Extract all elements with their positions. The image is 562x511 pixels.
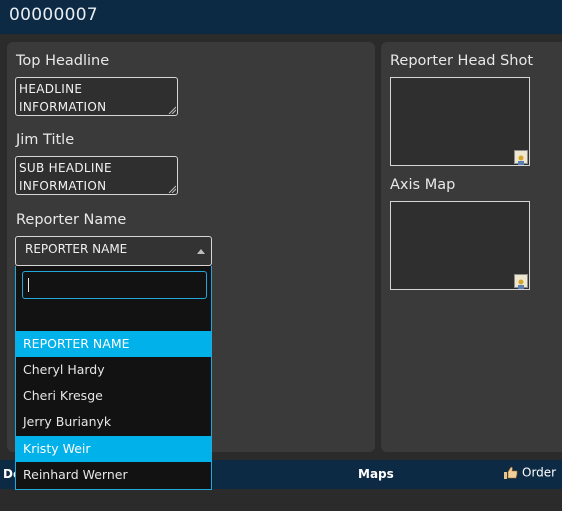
window-title: 00000007 bbox=[9, 5, 98, 25]
jim-title-label: Jim Title bbox=[16, 132, 75, 148]
dropdown-search-input[interactable] bbox=[22, 271, 207, 299]
dropdown-option[interactable]: Jerry Burianyk bbox=[23, 414, 112, 429]
top-headline-label: Top Headline bbox=[16, 53, 110, 69]
dropdown-arrow-icon bbox=[197, 249, 205, 254]
dropdown-option[interactable]: REPORTER NAME bbox=[16, 331, 211, 357]
text-caret bbox=[28, 278, 29, 292]
jim-title-textarea[interactable]: SUB HEADLINE INFORMATION bbox=[15, 156, 178, 195]
reporter-head-shot-box[interactable] bbox=[390, 77, 530, 166]
axis-map-box[interactable] bbox=[390, 201, 530, 290]
order-button[interactable]: Order bbox=[503, 465, 556, 481]
thumbs-up-icon bbox=[504, 466, 518, 479]
top-headline-line2: INFORMATION bbox=[19, 100, 107, 114]
dropdown-option[interactable]: Kristy Weir bbox=[16, 436, 211, 462]
order-label: Order bbox=[522, 465, 557, 480]
resize-grip-icon[interactable] bbox=[168, 185, 176, 193]
image-placeholder-icon bbox=[514, 150, 528, 165]
axis-map-label: Axis Map bbox=[390, 177, 456, 193]
reporter-name-label: Reporter Name bbox=[16, 212, 127, 228]
jim-title-line2: INFORMATION bbox=[19, 179, 107, 193]
dropdown-option[interactable]: Cheryl Hardy bbox=[23, 362, 105, 377]
resize-grip-icon[interactable] bbox=[168, 106, 176, 114]
jim-title-line1: SUB HEADLINE bbox=[19, 161, 112, 175]
reporter-name-selected-value: REPORTER NAME bbox=[25, 242, 128, 256]
reporter-head-shot-label: Reporter Head Shot bbox=[390, 53, 534, 69]
dropdown-option[interactable]: Reinhard Werner bbox=[23, 467, 128, 482]
title-bar: 00000007 bbox=[0, 0, 562, 34]
reporter-name-dropdown: REPORTER NAME Cheryl Hardy Cheri Kresge … bbox=[15, 266, 212, 490]
top-headline-line1: HEADLINE bbox=[19, 82, 83, 96]
maps-tab[interactable]: Maps bbox=[358, 467, 394, 481]
top-headline-textarea[interactable]: HEADLINE INFORMATION bbox=[15, 77, 178, 116]
dropdown-option[interactable]: Cheri Kresge bbox=[23, 388, 103, 403]
image-placeholder-icon bbox=[514, 274, 528, 289]
reporter-name-select[interactable]: REPORTER NAME bbox=[15, 236, 212, 266]
